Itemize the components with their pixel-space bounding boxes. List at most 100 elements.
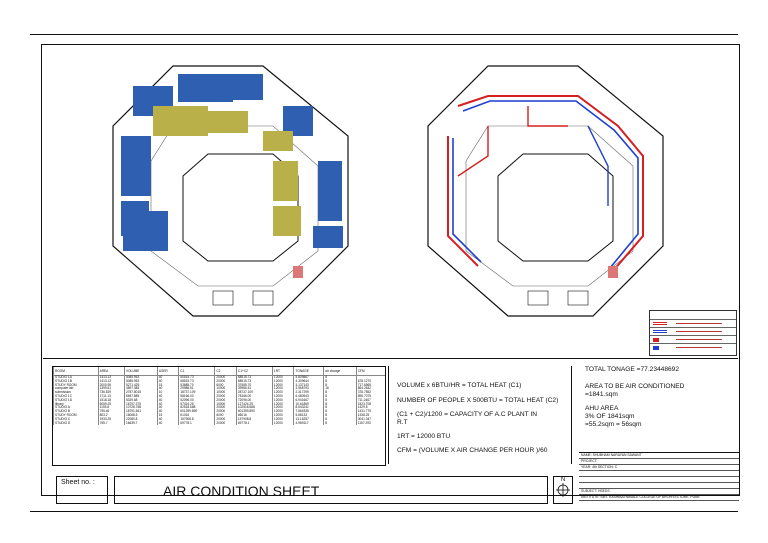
table-cell: 20000 [214, 417, 237, 422]
table-cell: 8.543241 [293, 406, 324, 411]
table-cell: STUDIO B [53, 409, 99, 414]
table-cell: 40 [156, 398, 179, 403]
table-cell: 736.529 [97, 390, 125, 395]
table-cell: 102518.688 [235, 406, 273, 411]
table-cell: 68515.73 [178, 379, 215, 384]
table-cell: 795.46 [97, 409, 125, 414]
formula-line: NUMBER OF PEOPLE X 500BTU = TOTAL HEAT (… [397, 397, 559, 404]
sheet-number-label: Sheet no. : [61, 479, 95, 486]
legend-row [650, 327, 736, 336]
table-cell: 1711.13 [97, 394, 125, 399]
table-cell: 78166.00 [235, 394, 273, 399]
table-cell: 12000 [271, 409, 294, 414]
table-cell: 16639.7 [123, 421, 158, 426]
table-cell: 8 [323, 406, 357, 411]
table-header-cell: C1 [178, 367, 215, 376]
table-cell: 601359.890 [178, 409, 215, 414]
table-cell: 58166.00 [178, 394, 215, 399]
table-cell: 10000 [214, 387, 237, 392]
table-cell: 37685.70 [235, 383, 273, 388]
table-cell: STUDY ROOM [53, 383, 99, 388]
table-cell: 1523.708 [355, 402, 385, 407]
legend-row [650, 311, 736, 319]
table-cell: 12000 [271, 417, 294, 422]
table-cell: 12000 [271, 390, 294, 395]
table-cell: 20000 [214, 398, 237, 403]
table-cell: 6000 [214, 383, 237, 388]
table-cell: 8 [323, 398, 357, 403]
top-rule [30, 34, 738, 35]
north-label: N [560, 477, 566, 483]
table-cell: 69778.1 [235, 421, 273, 426]
table-cell: 72096.00 [235, 398, 273, 403]
title-block-row: PROJECT: [579, 459, 739, 465]
table-cell: 40 [156, 387, 179, 392]
table-cell: library [53, 402, 99, 407]
ac-zoning-plan [112, 65, 349, 317]
table-cell: 3.968793 [293, 387, 324, 392]
table-cell: 97424.25 [178, 402, 215, 407]
table-cell: 61016 [178, 413, 215, 418]
drawing-title: AIR CONDITION SHEET [163, 483, 320, 499]
table-cell: 66016 [235, 413, 273, 418]
table-cell: STUDIO 1C [53, 394, 99, 399]
table-cell: 40 [156, 417, 179, 422]
table-cell: 895.7075 [355, 394, 385, 399]
table-cell: 8 [323, 413, 357, 418]
north-arrow: N [553, 476, 573, 504]
formulas-panel: VOLUME x 6BTU/HR = TOTAL HEAT (C1) NUMBE… [388, 366, 572, 464]
table-cell: 8 [323, 394, 357, 399]
table-cell: 20000 [214, 379, 237, 384]
note-line: AHU AREA [585, 405, 619, 412]
table-cell: 5329.68 [123, 398, 158, 403]
sheet-frame [41, 44, 740, 496]
bottom-rule [30, 511, 738, 512]
legend-row [650, 319, 736, 328]
table-cell: 1429.5 [355, 406, 385, 411]
table-header-cell: AREA [97, 367, 125, 376]
table-cell: 1933.25 [97, 417, 125, 422]
table-cell: 20000 [214, 375, 237, 380]
drawing-title-box: AIR CONDITION SHEET [114, 476, 548, 504]
table-cell: 7.564335 [293, 409, 324, 414]
table-cell: 22080.8 [123, 417, 158, 422]
table-cell: 16 [323, 387, 357, 392]
table-cell: 18737.109 [178, 390, 215, 395]
table-cell [355, 375, 385, 380]
title-block-row: YEAR: 4th SECTION: C [579, 465, 739, 471]
table-header-cell: 1RT [271, 367, 294, 376]
table-cell: 8 [323, 390, 357, 395]
table-cell: 2000.95 [97, 383, 125, 388]
table-cell: STUDIO A [53, 406, 99, 411]
formula-line: CFM = (VOLUME X AIR CHANGE PER HOUR )/60 [397, 447, 548, 454]
table-cell: 1193.8 [97, 406, 125, 411]
formula-line: (C1 + C2)/1200 = CAPACITY OF A.C PLANT I… [397, 411, 537, 418]
table-cell: 8 [323, 409, 357, 414]
table-header-cell: air change [323, 367, 357, 376]
table-cell: 5271.425 [123, 383, 158, 388]
table-cell: 16797.375 [123, 402, 158, 407]
table-cell: 12000 [271, 375, 294, 380]
table-cell: 20000 [214, 409, 237, 414]
table-cell: 1399.51 [97, 387, 125, 392]
table-cell: 12000 [271, 406, 294, 411]
table-cell: 68515.73 [235, 375, 273, 380]
table-cell: 6059.25 [97, 402, 125, 407]
legend [649, 310, 737, 356]
table-cell: 50515.73 [178, 375, 215, 380]
table-cell: 20000 [214, 394, 237, 399]
note-line: AREA TO BE AIR CONDITIONED [585, 383, 685, 390]
table-cell: 5.68133 [293, 413, 324, 418]
title-block-row [579, 477, 739, 483]
table-cell: 4897.385 [123, 387, 158, 392]
table-cell: 8 [323, 421, 357, 426]
table-cell: 69778.1 [178, 421, 215, 426]
